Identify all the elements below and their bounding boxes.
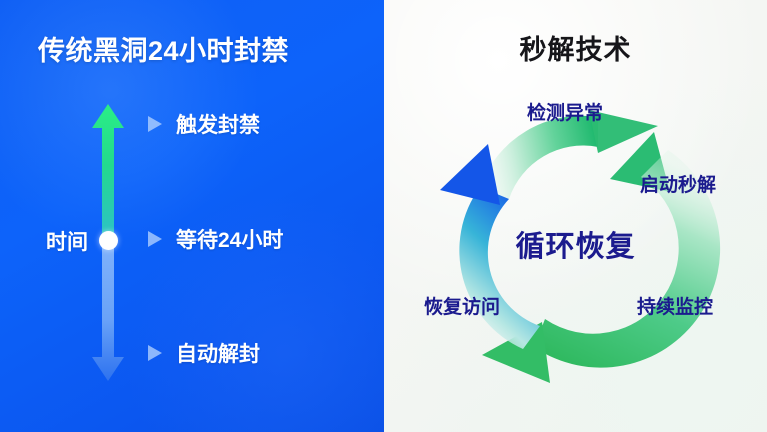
- left-panel: 传统黑洞24小时封禁 时间 触发: [0, 0, 384, 432]
- triangle-right-icon: [148, 116, 162, 132]
- left-step-2-label: 自动解封: [176, 343, 260, 366]
- cycle-center-label: 循环恢复: [515, 231, 636, 263]
- left-step-1: 等待24小时: [148, 224, 283, 254]
- left-step-0: 触发封禁: [148, 109, 260, 139]
- cycle-node-1-label: 启动秒解: [640, 175, 717, 196]
- timeline-marker-dot: [99, 231, 118, 250]
- right-panel-title: 秒解技术: [519, 35, 632, 65]
- left-panel-title: 传统黑洞24小时封禁: [38, 36, 290, 66]
- cycle-diagram: [440, 110, 721, 383]
- left-step-0-label: 触发封禁: [176, 114, 260, 137]
- triangle-right-icon: [148, 231, 162, 247]
- timeline-double-arrow-icon: [92, 104, 124, 381]
- cycle-node-3-label: 恢复访问: [424, 297, 501, 318]
- monitor-to-restore-arc: [482, 150, 721, 383]
- restore-to-detect-arc: [440, 144, 540, 349]
- detect-to-unblock-arc: [480, 110, 670, 199]
- triangle-right-icon: [148, 345, 162, 361]
- timeline-axis-label: 时间: [46, 231, 88, 254]
- left-step-1-label: 等待24小时: [176, 229, 284, 252]
- cycle-node-0-label: 检测异常: [527, 103, 604, 124]
- left-step-2: 自动解封: [148, 338, 260, 368]
- cycle-node-2-label: 持续监控: [637, 297, 714, 318]
- right-panel: 秒解技术: [384, 0, 767, 432]
